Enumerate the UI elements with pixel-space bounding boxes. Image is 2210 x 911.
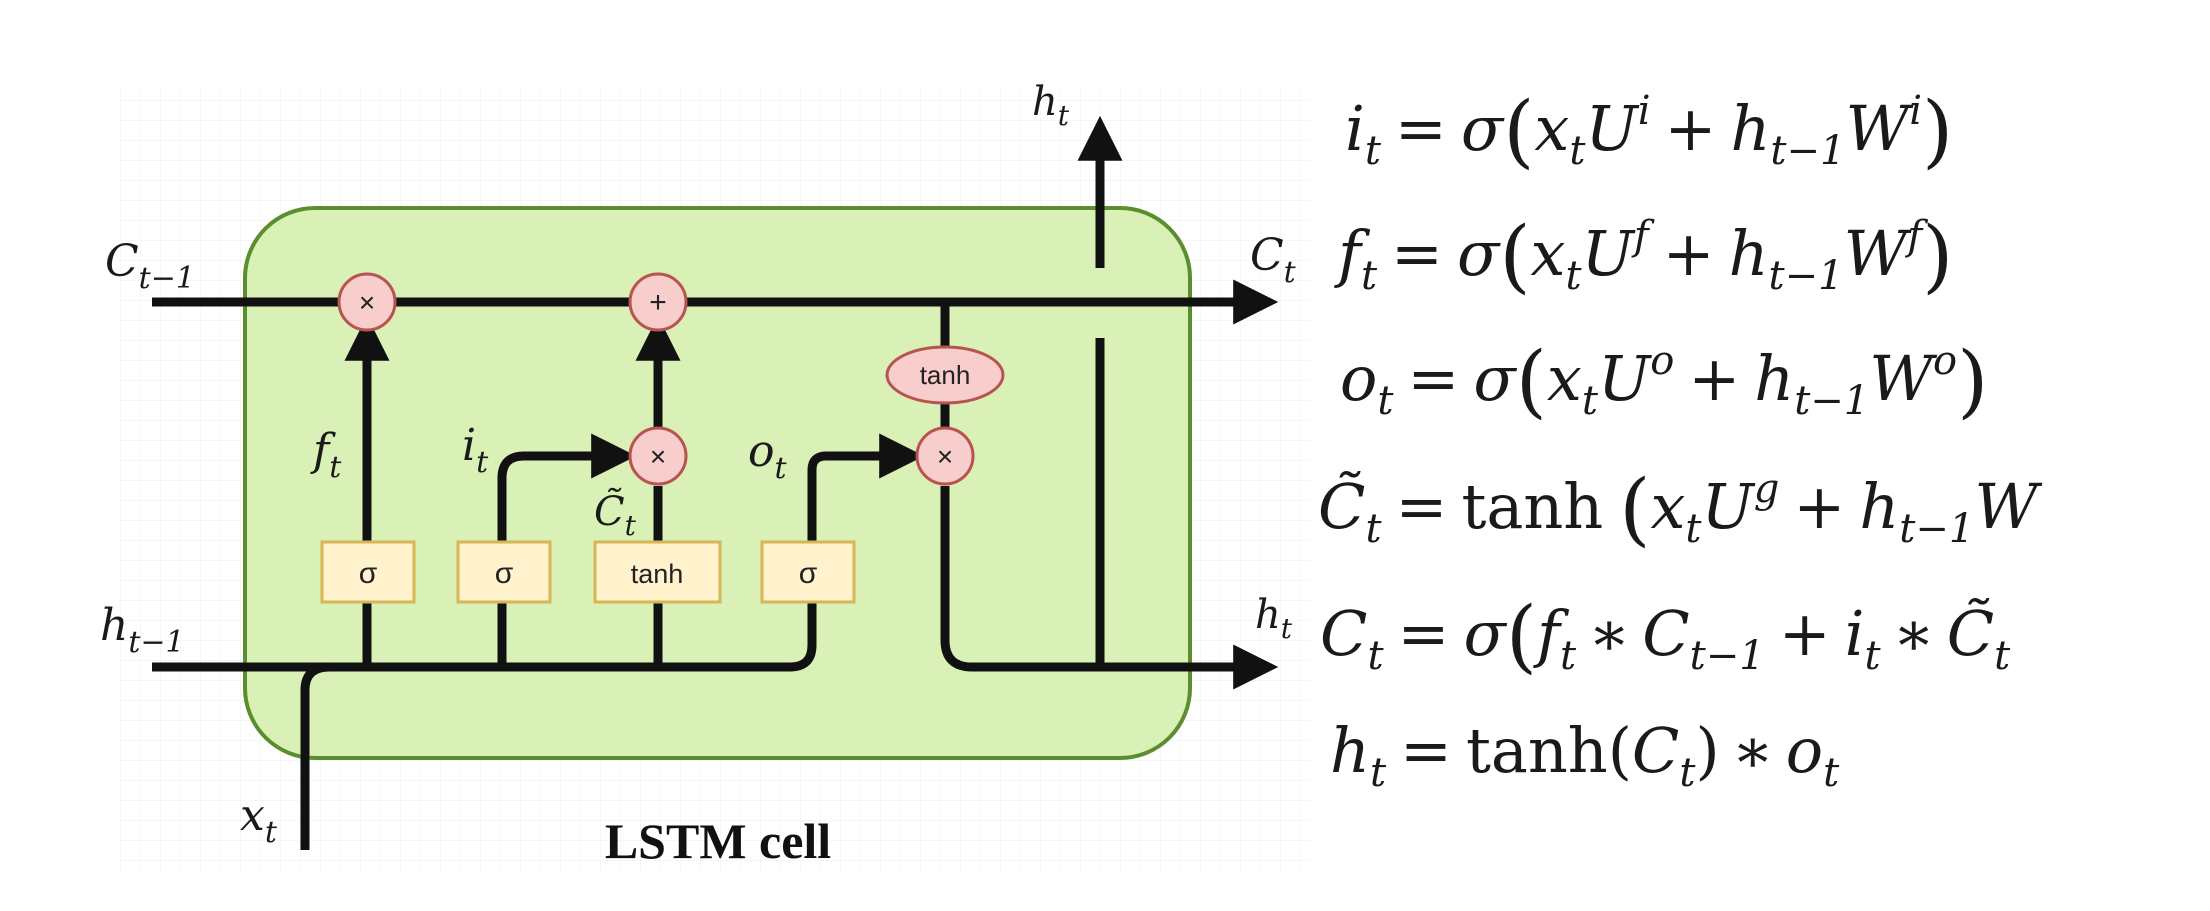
output-multiply-symbol: ×: [937, 441, 953, 472]
input-gate-line: [497, 433, 637, 667]
forget-multiply-symbol: ×: [359, 287, 375, 318]
forget-multiply-op: ×: [337, 272, 397, 332]
f-signal-label: ft: [310, 425, 342, 485]
equation-output-gate: ot=σ(xtUo+ht−1Wo): [1340, 334, 1988, 427]
wires: [152, 115, 1279, 850]
h-next-top-label: ht: [1032, 79, 1070, 132]
equation-input-gate: it=σ(xtUi+ht−1Wi): [1345, 84, 1953, 177]
i-signal-label: it: [462, 420, 489, 480]
equation-forget-gate: ft=σ(xtUf+ht−1Wf): [1334, 209, 1953, 302]
input-sigma-gate: σ: [456, 540, 552, 604]
x-input-line: [300, 662, 331, 850]
pointwise-operators: × + × × tanh: [337, 272, 1005, 486]
output-sigma-label: σ: [799, 557, 818, 590]
forget-sigma-gate: σ: [320, 540, 416, 604]
lstm-cell-box: [243, 206, 1192, 760]
cell-tanh-label: tanh: [920, 360, 971, 390]
cell-add-op: +: [628, 272, 688, 332]
equation-cell-state: Ct=σ(ft∗Ct−1+it∗C̃t: [1320, 589, 2011, 682]
cell-tanh-op: tanh: [885, 345, 1005, 405]
equations: it=σ(xtUi+ht−1Wi) ft=σ(xtUf+ht−1Wf) ot=σ…: [1318, 84, 2042, 796]
signal-labels: Ct−1 Ct ht−1 ht ht xt ft it ot C̃t: [100, 79, 1297, 850]
input-sigma-label: σ: [495, 557, 514, 590]
input-multiply-symbol: ×: [650, 441, 666, 472]
output-multiply-op: ×: [915, 426, 975, 486]
c-prev-label: Ct−1: [105, 236, 195, 296]
equation-hidden-state: ht=tanh(Ct)∗ot: [1330, 714, 1840, 796]
o-signal-label: ot: [748, 426, 788, 486]
x-input-label: xt: [240, 790, 278, 850]
output-sigma-gate: σ: [760, 540, 856, 604]
diagram-caption: LSTM cell: [605, 813, 831, 869]
h-prev-label: ht−1: [100, 600, 185, 660]
c-tilde-signal-label: C̃t: [594, 488, 637, 542]
candidate-tanh-label: tanh: [631, 559, 684, 589]
h-next-right-label: ht: [1255, 592, 1293, 645]
gate-boxes: σ σ tanh σ: [320, 540, 856, 604]
hidden-output-line: [940, 486, 1279, 690]
input-multiply-op: ×: [628, 426, 688, 486]
c-next-label: Ct: [1250, 230, 1297, 290]
candidate-tanh-gate: tanh: [593, 540, 722, 604]
cell-add-symbol: +: [649, 286, 667, 319]
equation-candidate: C̃t=tanh(xtUg+ht−1W: [1318, 462, 2042, 555]
forget-sigma-label: σ: [359, 557, 378, 590]
